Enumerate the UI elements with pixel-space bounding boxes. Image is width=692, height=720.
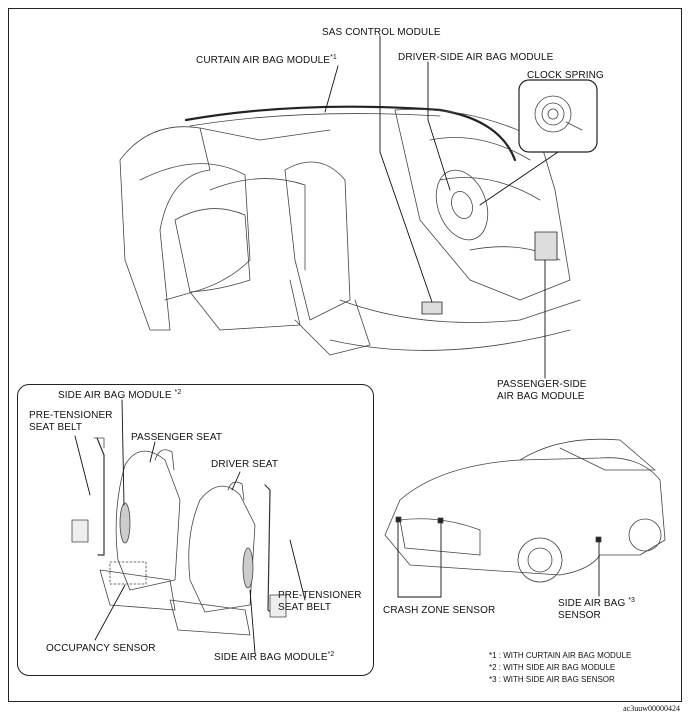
label-driver-seat: DRIVER SEAT — [211, 459, 279, 470]
label-pre-tensioner-left-1: PRE-TENSIONER — [29, 410, 113, 421]
exterior-car — [384, 457, 666, 576]
seat-belt-left — [96, 437, 105, 556]
label-occupancy-sensor: OCCUPANCY SENSOR — [46, 643, 156, 654]
label-clock-spring: CLOCK SPRING — [527, 70, 604, 81]
interior-outline — [119, 126, 211, 331]
label-curtain-note: *1 — [330, 54, 337, 61]
label-curtain-air-bag-module-text: CURTAIN AIR BAG MODULE — [196, 55, 331, 66]
diagram-frame — [8, 8, 682, 702]
label-crash-zone-sensor: CRASH ZONE SENSOR — [383, 605, 496, 616]
label-side-air-bag-top-note: *2 — [174, 389, 182, 396]
label-side-air-bag-module-top: SIDE AIR BAG MODULE *2 — [58, 389, 182, 402]
label-passenger-side-line1: PASSENGER-SIDE — [497, 379, 587, 390]
label-side-air-bag-module-bottom: SIDE AIR BAG MODULE*2 — [214, 651, 335, 664]
label-driver-side-air-bag-module: DRIVER-SIDE AIR BAG MODULE — [398, 52, 554, 63]
label-passenger-side-line2: AIR BAG MODULE — [497, 391, 585, 402]
label-side-air-bag-sensor-note: *3 — [628, 597, 636, 604]
front-seat-interior — [284, 161, 351, 321]
curtain-air-bag-rail — [184, 105, 517, 162]
footnote-1: *1 : WITH CURTAIN AIR BAG MODULE — [489, 651, 632, 660]
passenger-seat — [115, 450, 181, 591]
seat-inset-panel — [17, 384, 374, 676]
label-pre-tensioner-right-2: SEAT BELT — [278, 602, 332, 613]
label-curtain-air-bag-module: CURTAIN AIR BAG MODULE*1 — [196, 54, 337, 67]
document-id: ac3uuw00000424 — [623, 704, 680, 713]
label-side-air-bag-module-top-text: SIDE AIR BAG MODULE — [58, 390, 172, 401]
label-pre-tensioner-left-2: SEAT BELT — [29, 422, 83, 433]
label-pre-tensioner-right-1: PRE-TENSIONER — [278, 590, 362, 601]
label-passenger-seat: PASSENGER SEAT — [131, 432, 223, 443]
label-side-air-bag-module-bottom-text: SIDE AIR BAG MODULE — [214, 652, 328, 663]
footnote-3: *3 : WITH SIDE AIR BAG SENSOR — [489, 675, 615, 684]
footnote-2: *2 : WITH SIDE AIR BAG MODULE — [489, 663, 616, 672]
label-sas-control-module: SAS CONTROL MODULE — [322, 27, 441, 38]
label-side-air-bag-sensor-1: SIDE AIR BAG *3 — [558, 597, 636, 610]
rear-seat — [174, 208, 251, 293]
steering-wheel — [435, 169, 489, 241]
sas-module-box — [421, 301, 443, 315]
occupancy-sensor-area — [109, 561, 147, 585]
driver-seat — [188, 485, 256, 613]
label-side-air-bag-sensor-text: SIDE AIR BAG — [558, 598, 626, 609]
label-side-air-bag-bottom-note: *2 — [327, 651, 335, 658]
label-side-air-bag-sensor-2: SENSOR — [558, 610, 601, 621]
passenger-air-bag-box — [534, 231, 558, 261]
